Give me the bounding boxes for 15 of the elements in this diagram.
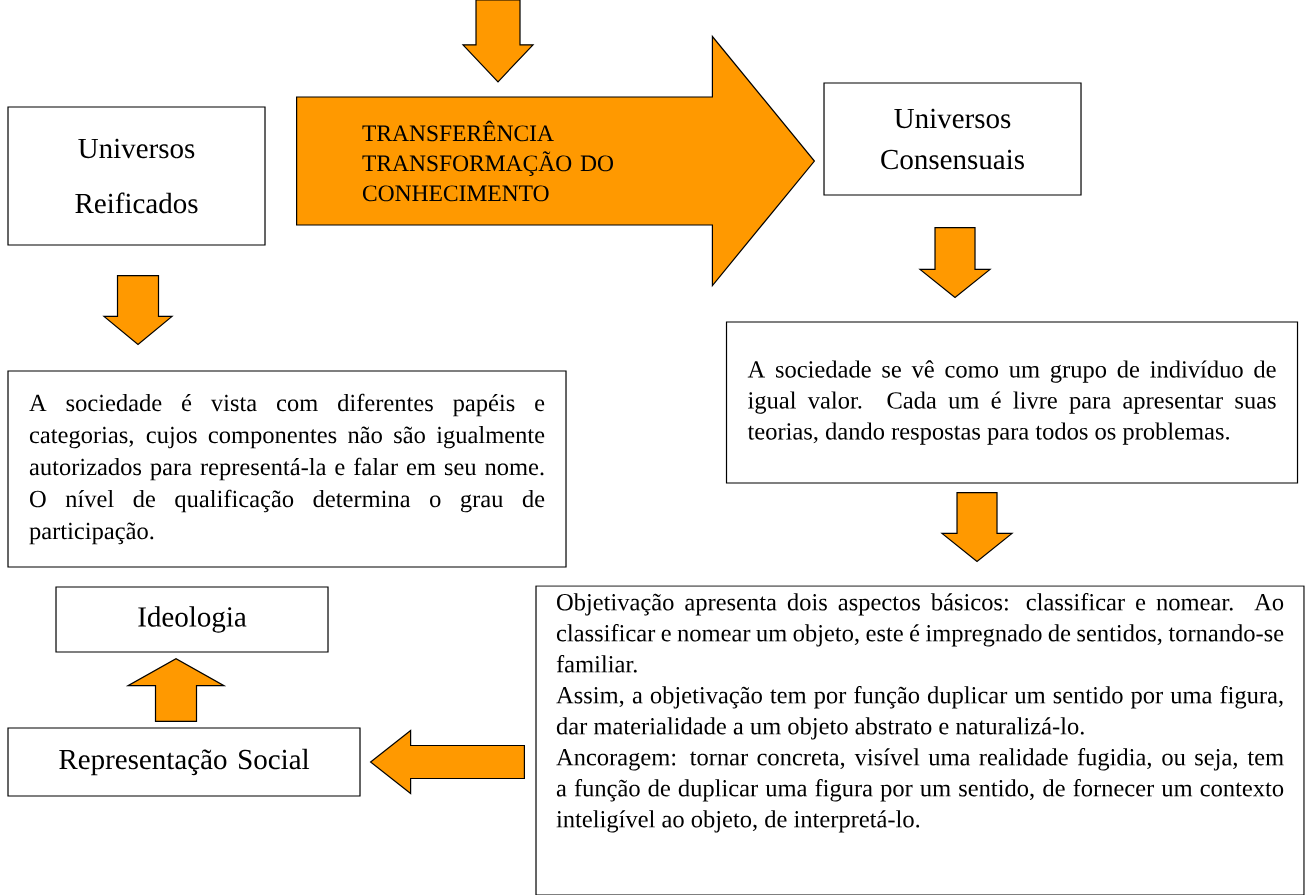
arrow-label: TRANSFERÊNCIA TRANSFORMAÇÃO DO CONHECIMENTO [362,120,613,202]
block-arrow [296,34,816,288]
concept-box: Universos Reificados [7,106,266,246]
description-box: A sociedade é vista com diferentes papéis e categorias, cujos componentes não são igualmente autorizados para representá-la e falar em seu nome. O nível de qualificação determina o grau de participação. [7,370,567,568]
description-box: Objetivação apresenta dois aspectos básicos: classificar e nomear. Ao classificar e nomear um objeto, este é impregnado de sentidos, tornando-se familiar. Assim, a objetivação tem por função duplicar um sentido por uma figura, dar materialidade a um objeto abstrato e naturalizá-lo. Ancoragem: tornar concreta, visível uma realidade fugidia, ou seja, tem a função de duplicar uma figura por um sentido, de fornecer um contexto inteligível ao objeto, de interpretá-lo. [535,585,1305,895]
block-arrow [125,657,227,722]
concept-box: Universos Consensuais [823,82,1082,196]
block-arrow [918,227,992,299]
block-arrow [369,729,525,795]
block-arrow [940,492,1014,563]
description-box: A sociedade se vê como um grupo de indivíduo de igual valor. Cada um é livre para apresentar suas teorias, dando respostas para todos os problemas. [725,321,1299,484]
block-arrow [461,0,535,83]
concept-box: Ideologia [55,586,329,653]
block-arrow [102,275,174,346]
concept-box: Representação Social [7,727,361,797]
